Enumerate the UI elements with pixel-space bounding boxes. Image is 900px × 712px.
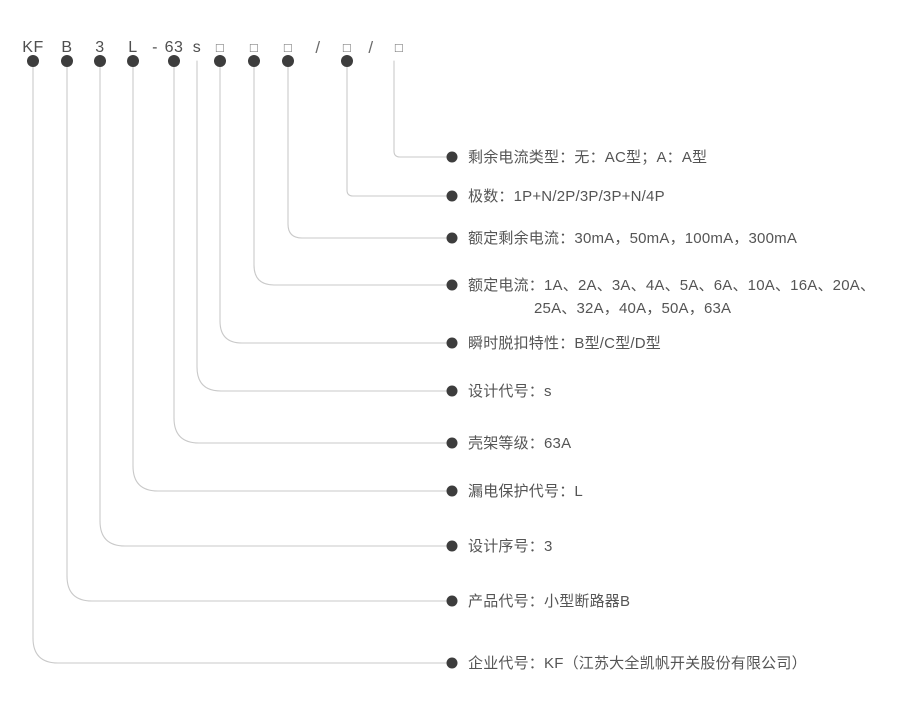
callout-label-text: 产品代号：小型断路器B — [468, 593, 631, 610]
callout-dot-rated-residual-current — [446, 232, 458, 244]
leader-line-product-code — [66, 60, 447, 602]
code-segment-11: □ — [342, 40, 352, 55]
callout-dot-design-code — [446, 385, 458, 397]
source-dot-□ — [341, 55, 353, 67]
code-segment-2: 3 — [95, 39, 105, 56]
source-dot-□ — [214, 55, 226, 67]
callout-label-text: 额定电流：1A、2A、3A、4A、5A、6A、10A、16A、20A、 — [468, 277, 876, 294]
source-dot-□ — [248, 55, 260, 67]
callout-label-text: 剩余电流类型：无：AC型；A：A型 — [468, 149, 708, 166]
callout-label-text: 漏电保护代号：L — [468, 483, 583, 500]
callout-label-text: 极数：1P+N/2P/3P/3P+N/4P — [468, 188, 665, 205]
leader-line-enterprise-code — [32, 60, 447, 664]
callout-label-text: 额定剩余电流：30mA，50mA，100mA，300mA — [468, 230, 798, 247]
callout-label-text: 设计序号：3 — [468, 538, 553, 555]
leader-line-design-serial — [99, 60, 447, 547]
callout-dot-enterprise-code — [446, 657, 458, 669]
callout-label-pole-number: 极数：1P+N/2P/3P/3P+N/4P — [468, 185, 665, 208]
callout-label-design-serial: 设计序号：3 — [468, 535, 553, 558]
leader-line-design-code — [196, 60, 447, 392]
callout-label-leakage-protection-code: 漏电保护代号：L — [468, 480, 583, 503]
callout-label-design-code: 设计代号：s — [468, 380, 552, 403]
source-dot-□ — [282, 55, 294, 67]
callout-dot-pole-number — [446, 190, 458, 202]
code-segment-1: B — [61, 39, 73, 56]
callout-dot-product-code — [446, 595, 458, 607]
leader-line-residual-current-type — [393, 60, 447, 158]
code-segment-5: 63 — [164, 39, 184, 56]
callout-dot-instantaneous-trip — [446, 337, 458, 349]
code-segment-10: / — [315, 38, 321, 57]
code-segment-8: □ — [249, 40, 259, 55]
code-segment-7: □ — [215, 40, 225, 55]
callout-dot-leakage-protection-code — [446, 485, 458, 497]
callout-label-instantaneous-trip: 瞬时脱扣特性：B型/C型/D型 — [468, 332, 661, 355]
callout-label-rated-residual-current: 额定剩余电流：30mA，50mA，100mA，300mA — [468, 227, 797, 250]
code-segment-13: □ — [394, 40, 404, 55]
leader-line-leakage-protection-code — [132, 60, 447, 492]
source-dot-B — [61, 55, 73, 67]
code-segment-12: / — [368, 38, 374, 57]
code-segment-4: - — [152, 39, 158, 56]
callout-label-frame-rating: 壳架等级：63A — [468, 432, 571, 455]
callout-dot-residual-current-type — [446, 151, 458, 163]
leader-line-pole-number — [346, 60, 447, 197]
callout-dot-rated-current — [446, 279, 458, 291]
callout-label-rated-current: 额定电流：1A、2A、3A、4A、5A、6A、10A、16A、20A、 25A、3… — [468, 274, 875, 320]
leader-line-rated-residual-current — [287, 60, 447, 239]
leader-line-frame-rating — [173, 60, 447, 444]
callout-label-product-code: 产品代号：小型断路器B — [468, 590, 630, 613]
source-dot-KF — [27, 55, 39, 67]
callout-label-text: 企业代号：KF（江苏大全凯帆开关股份有限公司） — [468, 655, 807, 672]
callout-label-enterprise-code: 企业代号：KF（江苏大全凯帆开关股份有限公司） — [468, 652, 807, 675]
source-dot-L — [127, 55, 139, 67]
code-segment-9: □ — [283, 40, 293, 55]
callout-dot-design-serial — [446, 540, 458, 552]
callout-label-text-line2: 25A、32A，40A，50A，63A — [534, 300, 732, 317]
callout-label-text: 设计代号：s — [468, 383, 552, 400]
source-dot-63 — [168, 55, 180, 67]
code-segment-3: L — [128, 39, 138, 56]
code-segment-0: KF — [22, 39, 44, 56]
callout-label-text: 壳架等级：63A — [468, 435, 572, 452]
callout-dot-frame-rating — [446, 437, 458, 449]
leader-line-rated-current — [253, 60, 447, 286]
callout-label-text: 瞬时脱扣特性：B型/C型/D型 — [468, 335, 662, 352]
code-segment-6: s — [192, 39, 202, 56]
source-dot-3 — [94, 55, 106, 67]
callout-label-residual-current-type: 剩余电流类型：无：AC型；A：A型 — [468, 146, 707, 169]
leader-line-instantaneous-trip — [219, 60, 447, 344]
